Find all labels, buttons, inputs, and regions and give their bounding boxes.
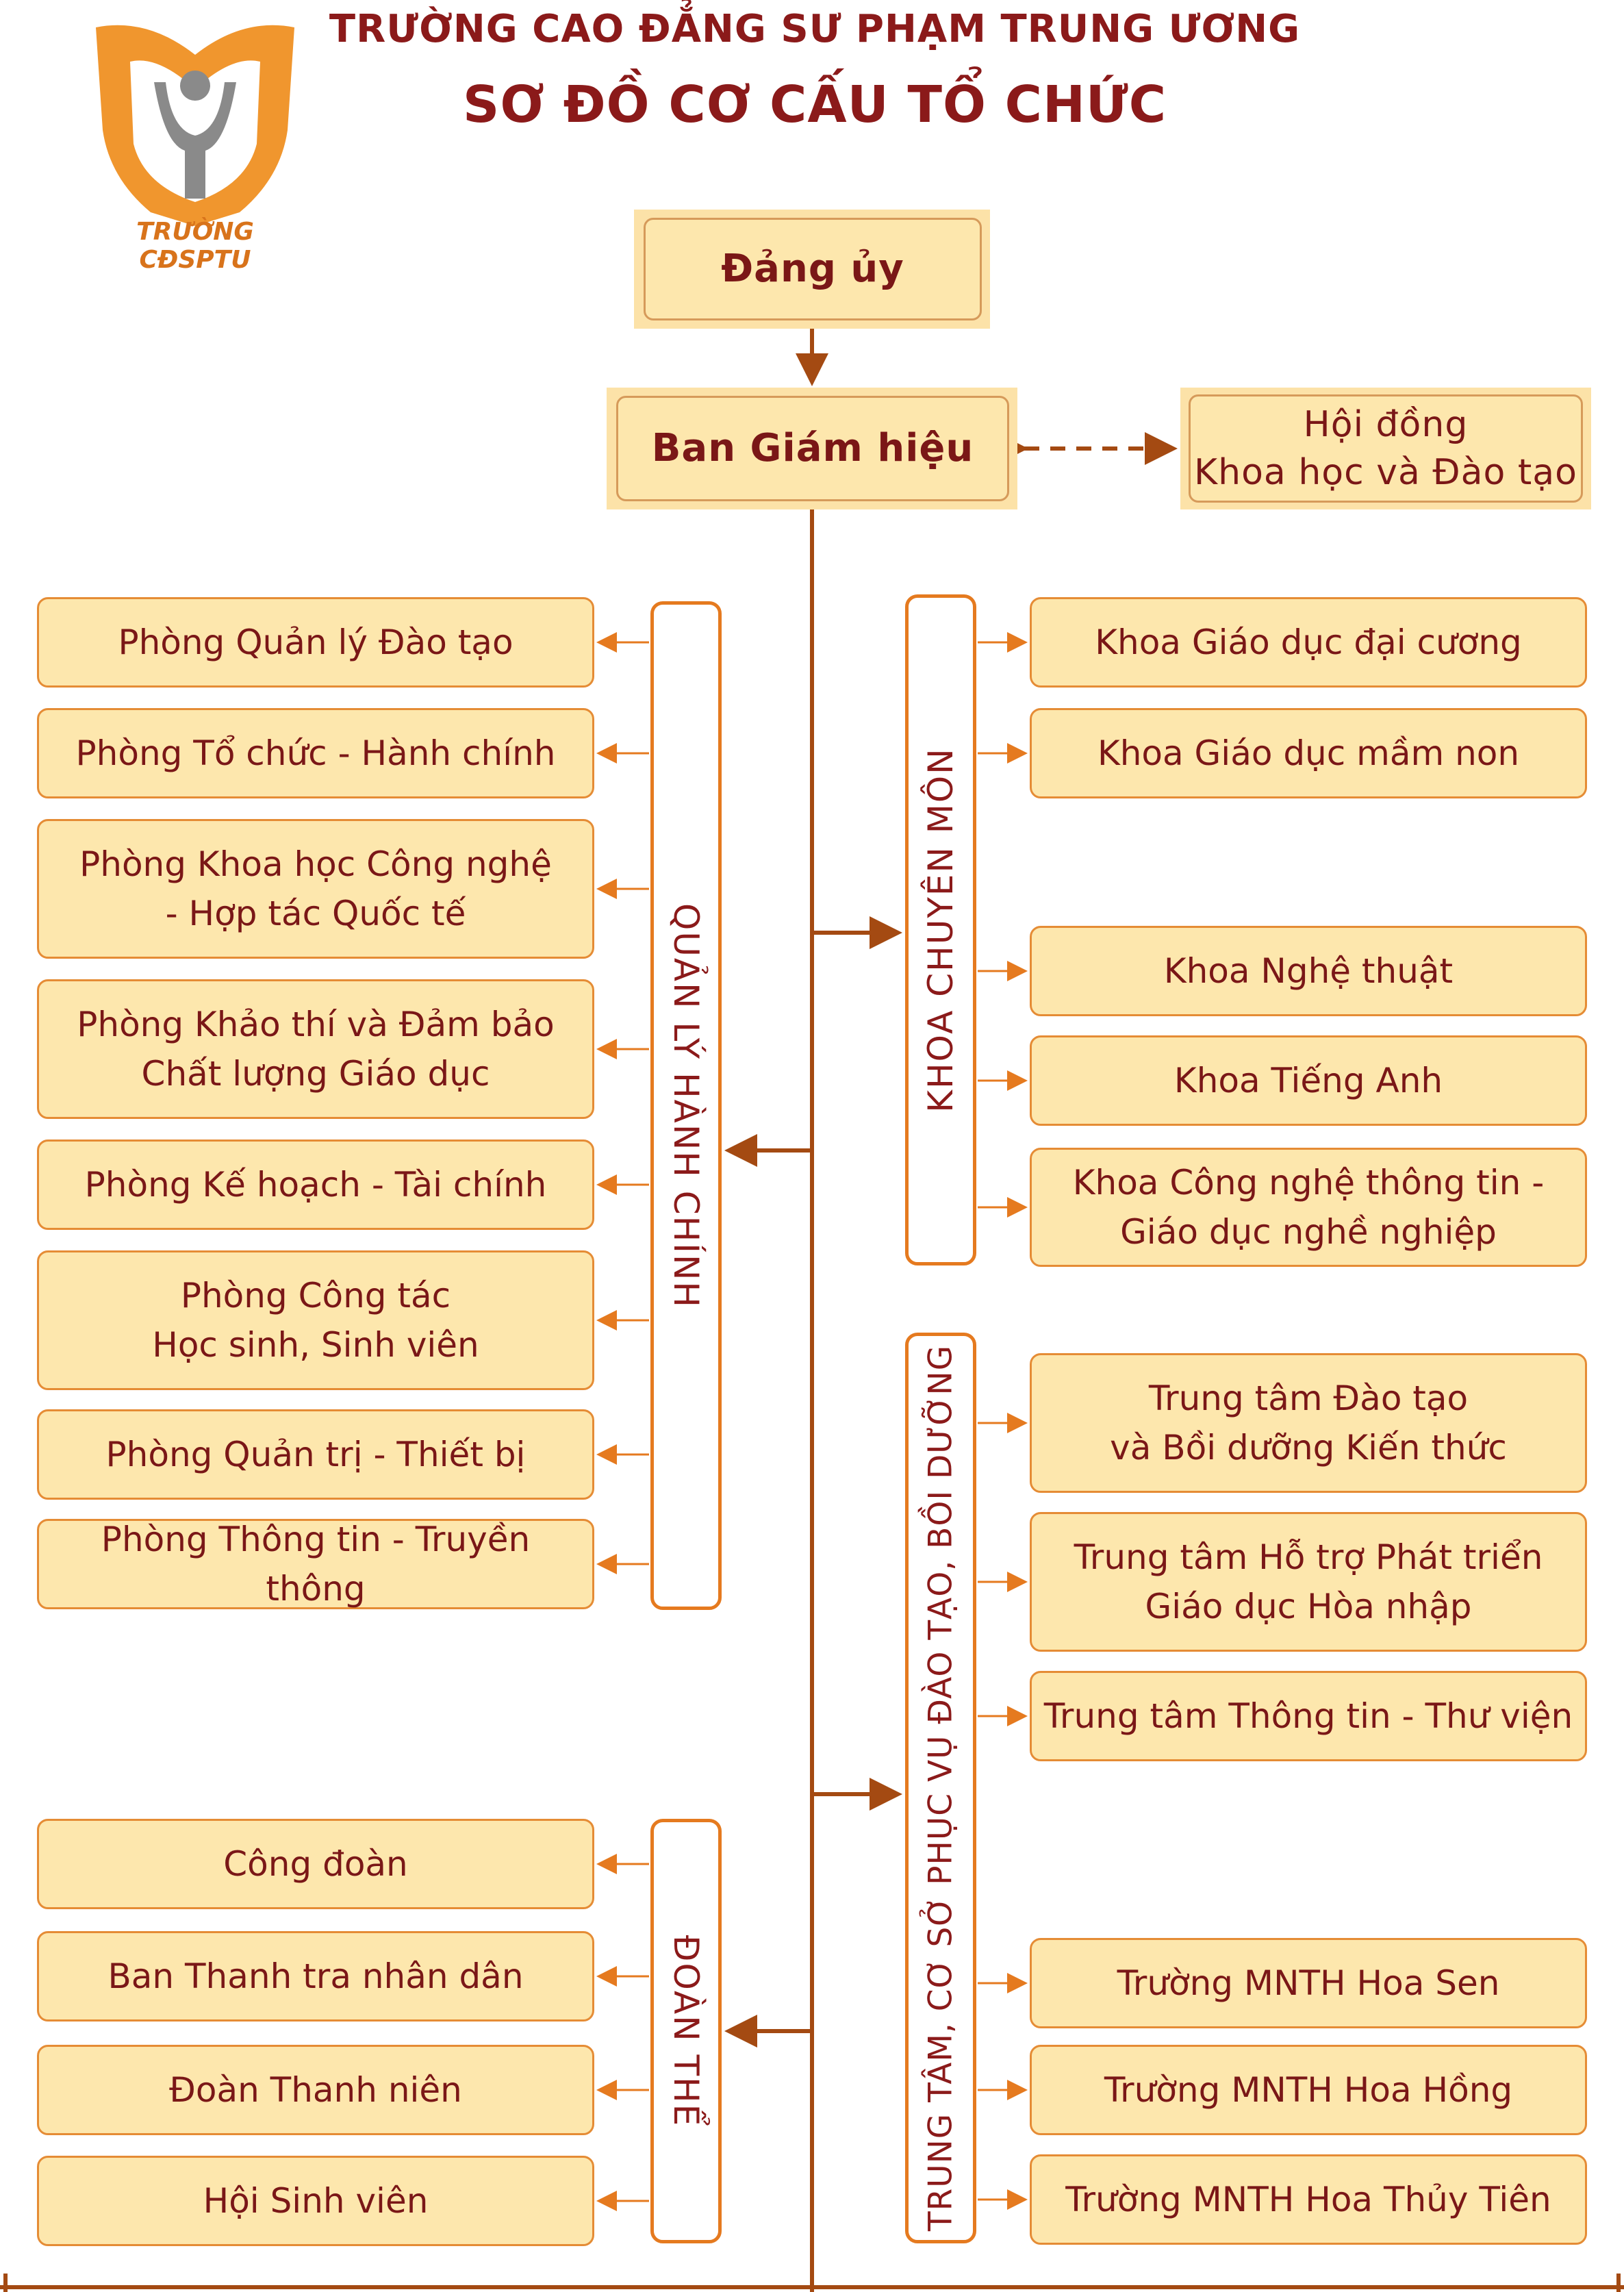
logo-caption: TRƯỜNG CĐSPTU (136, 218, 254, 274)
admin-unit-box[interactable]: Phòng Khảo thí và Đảm bảo Chất lượng Giá… (37, 979, 594, 1119)
union-unit-box[interactable]: Hội Sinh viên (37, 2156, 594, 2246)
party-committee-box[interactable]: Đảng ủy (644, 218, 982, 320)
school-name: TRƯỜNG CAO ĐẲNG SƯ PHẠM TRUNG ƯƠNG (329, 7, 1301, 51)
centers-group-label: TRUNG TÂM, CƠ SỞ PHỤC VỤ ĐÀO TẠO, BỒI DƯ… (922, 1344, 960, 2232)
admin-unit-box[interactable]: Phòng Khoa học Công nghệ - Hợp tác Quốc … (37, 819, 594, 959)
chart-title: SƠ ĐỒ CƠ CẤU TỔ CHỨC (462, 75, 1167, 134)
admin-unit-box[interactable]: Phòng Kế hoạch - Tài chính (37, 1139, 594, 1230)
faculties-group-label: KHOA CHUYÊN MÔN (921, 747, 961, 1113)
centers-group-band: TRUNG TÂM, CƠ SỞ PHỤC VỤ ĐÀO TẠO, BỒI DƯ… (905, 1333, 976, 2243)
center-box[interactable]: Trường MNTH Hoa Hồng (1030, 2045, 1587, 2135)
admin-unit-box[interactable]: Phòng Quản lý Đào tạo (37, 597, 594, 688)
admin-unit-box[interactable]: Phòng Tổ chức - Hành chính (37, 708, 594, 798)
faculties-group-band: KHOA CHUYÊN MÔN (905, 594, 976, 1265)
faculty-box[interactable]: Khoa Giáo dục đại cương (1030, 597, 1587, 688)
admin-unit-box[interactable]: Phòng Quản trị - Thiết bị (37, 1409, 594, 1500)
admin-unit-box[interactable]: Phòng Công tác Học sinh, Sinh viên (37, 1250, 594, 1390)
unions-group-label: ĐOÀN THỂ (666, 1935, 706, 2128)
union-unit-box[interactable]: Công đoàn (37, 1819, 594, 1909)
center-box[interactable]: Trường MNTH Hoa Sen (1030, 1938, 1587, 2028)
union-unit-box[interactable]: Đoàn Thanh niên (37, 2045, 594, 2135)
science-training-council-box[interactable]: Hội đồng Khoa học và Đào tạo (1189, 394, 1583, 503)
admin-group-label: QUẢN LÝ HÀNH CHÍNH (666, 903, 706, 1309)
school-logo (96, 25, 294, 227)
center-box[interactable]: Trung tâm Đào tạo và Bồi dưỡng Kiến thức (1030, 1353, 1587, 1493)
admin-unit-box[interactable]: Phòng Thông tin - Truyền thông (37, 1519, 594, 1609)
faculty-box[interactable]: Khoa Tiếng Anh (1030, 1035, 1587, 1126)
unions-group-band: ĐOÀN THỂ (650, 1819, 722, 2243)
union-unit-box[interactable]: Ban Thanh tra nhân dân (37, 1931, 594, 2022)
center-box[interactable]: Trung tâm Hỗ trợ Phát triển Giáo dục Hòa… (1030, 1512, 1587, 1652)
faculty-box[interactable]: Khoa Nghệ thuật (1030, 926, 1587, 1016)
admin-group-band: QUẢN LÝ HÀNH CHÍNH (650, 601, 722, 1610)
board-of-rectors-box[interactable]: Ban Giám hiệu (616, 396, 1009, 501)
faculty-box[interactable]: Khoa Công nghệ thông tin - Giáo dục nghề… (1030, 1148, 1587, 1267)
faculty-box[interactable]: Khoa Giáo dục mầm non (1030, 708, 1587, 798)
center-box[interactable]: Trung tâm Thông tin - Thư viện (1030, 1671, 1587, 1761)
center-box[interactable]: Trường MNTH Hoa Thủy Tiên (1030, 2154, 1587, 2245)
